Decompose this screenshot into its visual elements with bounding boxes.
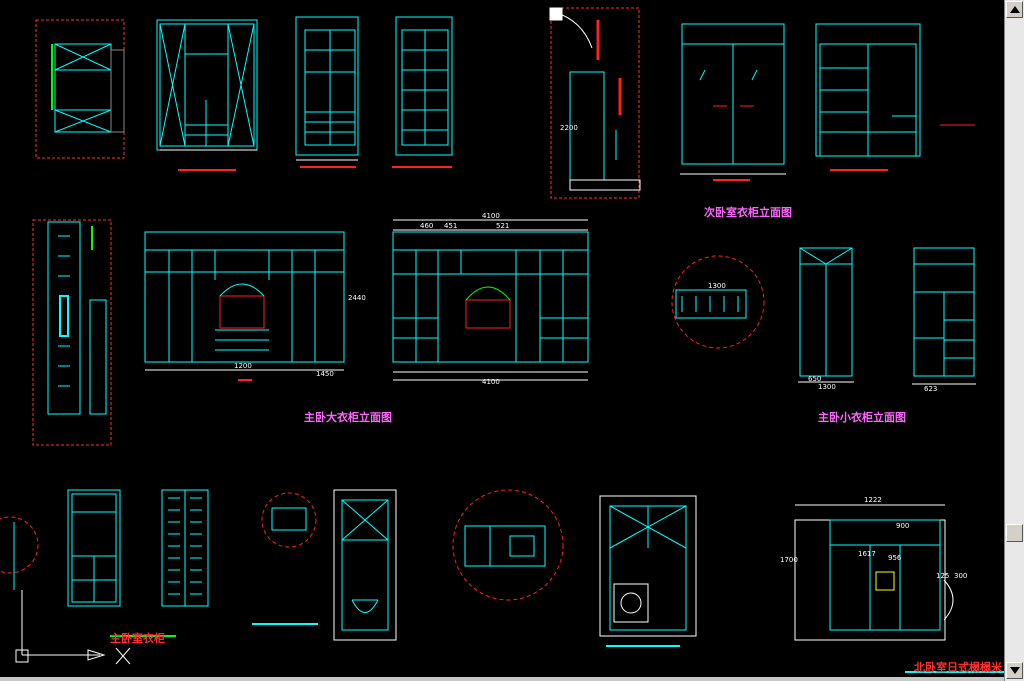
detail-circle-2	[252, 492, 318, 625]
dim-text-4100-top: 4100	[482, 212, 500, 220]
dim-text-1300: 1300	[818, 383, 836, 391]
dim-text-623: 623	[924, 385, 937, 393]
dim-text-2200: 2200	[560, 124, 578, 132]
ucs-axis-icon	[15, 590, 131, 665]
dim-text-956: 956	[888, 554, 902, 562]
horizontal-scrollbar[interactable]	[0, 677, 1004, 681]
dim-text-650: 650	[808, 375, 821, 383]
dim-text-521: 521	[496, 222, 509, 230]
master-small-wardrobe-doors	[798, 247, 854, 383]
dim-text-1222: 1222	[864, 496, 882, 504]
master-big-wardrobe-interior	[392, 219, 589, 381]
detail-circle-3	[452, 489, 564, 601]
dim-text-1617: 1617	[858, 550, 876, 558]
partial-circle-left	[0, 516, 39, 590]
master-tall-section	[32, 219, 112, 446]
dim-text-1200: 1200	[234, 362, 252, 370]
vertical-scrollbar[interactable]	[1004, 0, 1024, 681]
open-wardrobe-elevation	[815, 23, 975, 171]
master-wardrobe-elevation	[67, 489, 176, 637]
elevation-section-1	[35, 19, 125, 159]
wardrobe-elevation-2	[156, 19, 258, 171]
wardrobe-elevation-4	[392, 16, 453, 168]
master-small-wardrobe-interior	[912, 247, 976, 385]
north-bedroom-caption: 北卧室日式榻榻米	[914, 661, 1002, 674]
triangle-up-icon	[1010, 6, 1020, 13]
door-section-5	[549, 7, 641, 199]
dim-text-1450: 1450	[316, 370, 334, 378]
dim-text-2440: 2440	[348, 294, 366, 302]
dim-text-900: 900	[896, 522, 909, 530]
second-bedroom-wardrobe-title: 次卧室衣柜立面图	[704, 206, 792, 219]
dim-text-1300-circle: 1300	[708, 282, 726, 290]
master-wardrobe-caption: 主卧室衣柜	[110, 632, 165, 645]
laundry-elevation	[599, 495, 697, 647]
master-big-wardrobe-elevation	[144, 231, 345, 381]
detail-circle-1	[671, 255, 765, 349]
dim-text-125: 125	[936, 572, 949, 580]
dim-text-4100-bottom: 4100	[482, 378, 500, 386]
wardrobe-elevation-3	[295, 16, 359, 168]
dim-text-1700: 1700	[780, 556, 798, 564]
bathroom-elevation	[333, 489, 397, 641]
scroll-up-button[interactable]	[1006, 1, 1023, 18]
master-big-wardrobe-title: 主卧大衣柜立面图	[304, 411, 392, 424]
master-small-wardrobe-title: 主卧小衣柜立面图	[818, 411, 906, 424]
sliding-door-elevation	[680, 23, 786, 181]
tatami-plan	[794, 504, 1004, 673]
triangle-down-icon	[1010, 667, 1020, 674]
louvered-door-elevation	[161, 489, 209, 607]
dim-text-460: 460	[420, 222, 433, 230]
dim-text-451: 451	[444, 222, 457, 230]
scroll-down-button[interactable]	[1006, 662, 1023, 679]
dim-text-300: 300	[954, 572, 967, 580]
scroll-thumb[interactable]	[1006, 524, 1023, 542]
